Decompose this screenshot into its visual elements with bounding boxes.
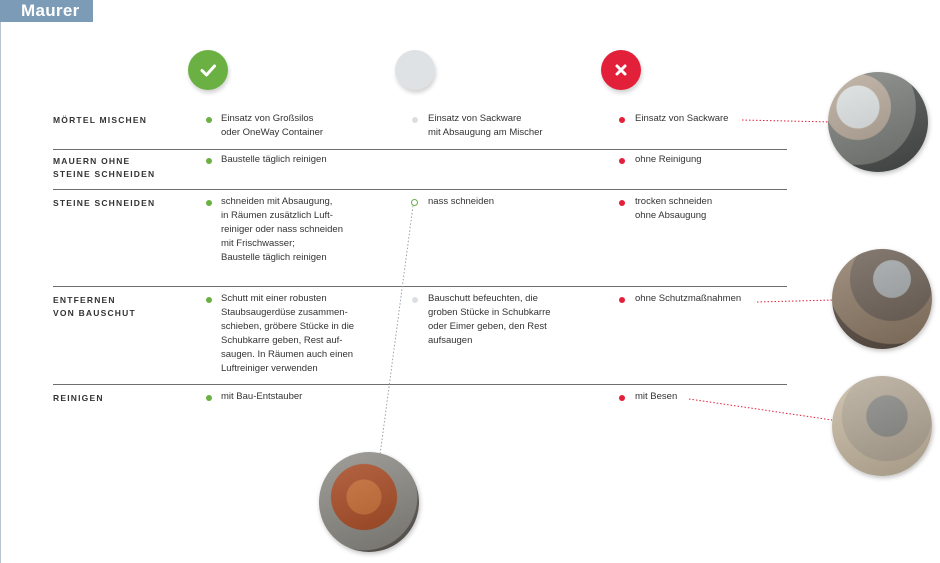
row-moertel-bad-text: Einsatz von Sackware <box>635 113 729 124</box>
photo-wet-cutting-saw <box>319 452 419 552</box>
row-reinigen-bad-text: mit Besen <box>635 391 678 402</box>
bad-bullet <box>619 395 625 401</box>
row-label-moertel-mischen: MÖRTEL MISCHEN <box>53 115 148 125</box>
photo-debris-removal <box>832 249 932 349</box>
cross-icon <box>601 50 641 90</box>
empty-circle-icon <box>395 50 435 90</box>
section-title: Maurer <box>0 0 93 22</box>
bad-bullet <box>619 297 625 303</box>
row-steine-neutral-text: nass schneiden <box>428 196 495 207</box>
row-divider <box>53 149 787 150</box>
photo-mortar-mixing <box>828 72 928 172</box>
row-divider <box>53 189 787 190</box>
bad-bullet <box>619 158 625 164</box>
row-label-mauern-ohne-steine-schneiden: MAUERN OHNE STEINE SCHNEIDEN <box>53 156 156 179</box>
row-mauern-bad-text: ohne Reinigung <box>635 154 702 165</box>
row-label-steine-schneiden: STEINE SCHNEIDEN <box>53 198 156 208</box>
bad-bullet <box>619 117 625 123</box>
page-edge-rule <box>0 22 1 563</box>
row-divider <box>53 286 787 287</box>
good-bullet <box>206 395 212 401</box>
good-bullet <box>206 297 212 303</box>
row-steine-good-text: schneiden mit Absaugung, in Räumen zusät… <box>221 196 343 263</box>
row-mauern-good-text: Baustelle täglich reinigen <box>221 154 327 165</box>
row-entfernen-bad-text: ohne Schutzmaßnahmen <box>635 293 742 304</box>
good-bullet <box>206 117 212 123</box>
row-reinigen-good-text: mit Bau-Entstauber <box>221 391 303 402</box>
good-bullet <box>206 158 212 164</box>
good-bullet <box>206 200 212 206</box>
row-steine-bad-text: trocken schneiden ohne Absaugung <box>635 196 713 221</box>
bad-bullet <box>619 200 625 206</box>
row-moertel-neutral-text: Einsatz von Sackware mit Absaugung am Mi… <box>428 113 543 138</box>
photo-sweeping <box>832 376 932 476</box>
row-entfernen-good-text: Schutt mit einer robusten Staubsaugerdüs… <box>221 293 355 374</box>
neutral-bullet <box>412 297 418 303</box>
neutral-ring-bullet <box>411 199 418 206</box>
neutral-bullet <box>412 117 418 123</box>
row-moertel-good-text: Einsatz von Großsilos oder OneWay Contai… <box>221 113 324 138</box>
row-entfernen-neutral-text: Bauschutt befeuchten, die groben Stücke … <box>428 293 551 346</box>
row-label-reinigen: REINIGEN <box>53 393 104 403</box>
row-divider <box>53 384 787 385</box>
check-icon <box>188 50 228 90</box>
row-label-entfernen-von-bauschut: ENTFERNEN VON BAUSCHUT <box>53 295 136 318</box>
